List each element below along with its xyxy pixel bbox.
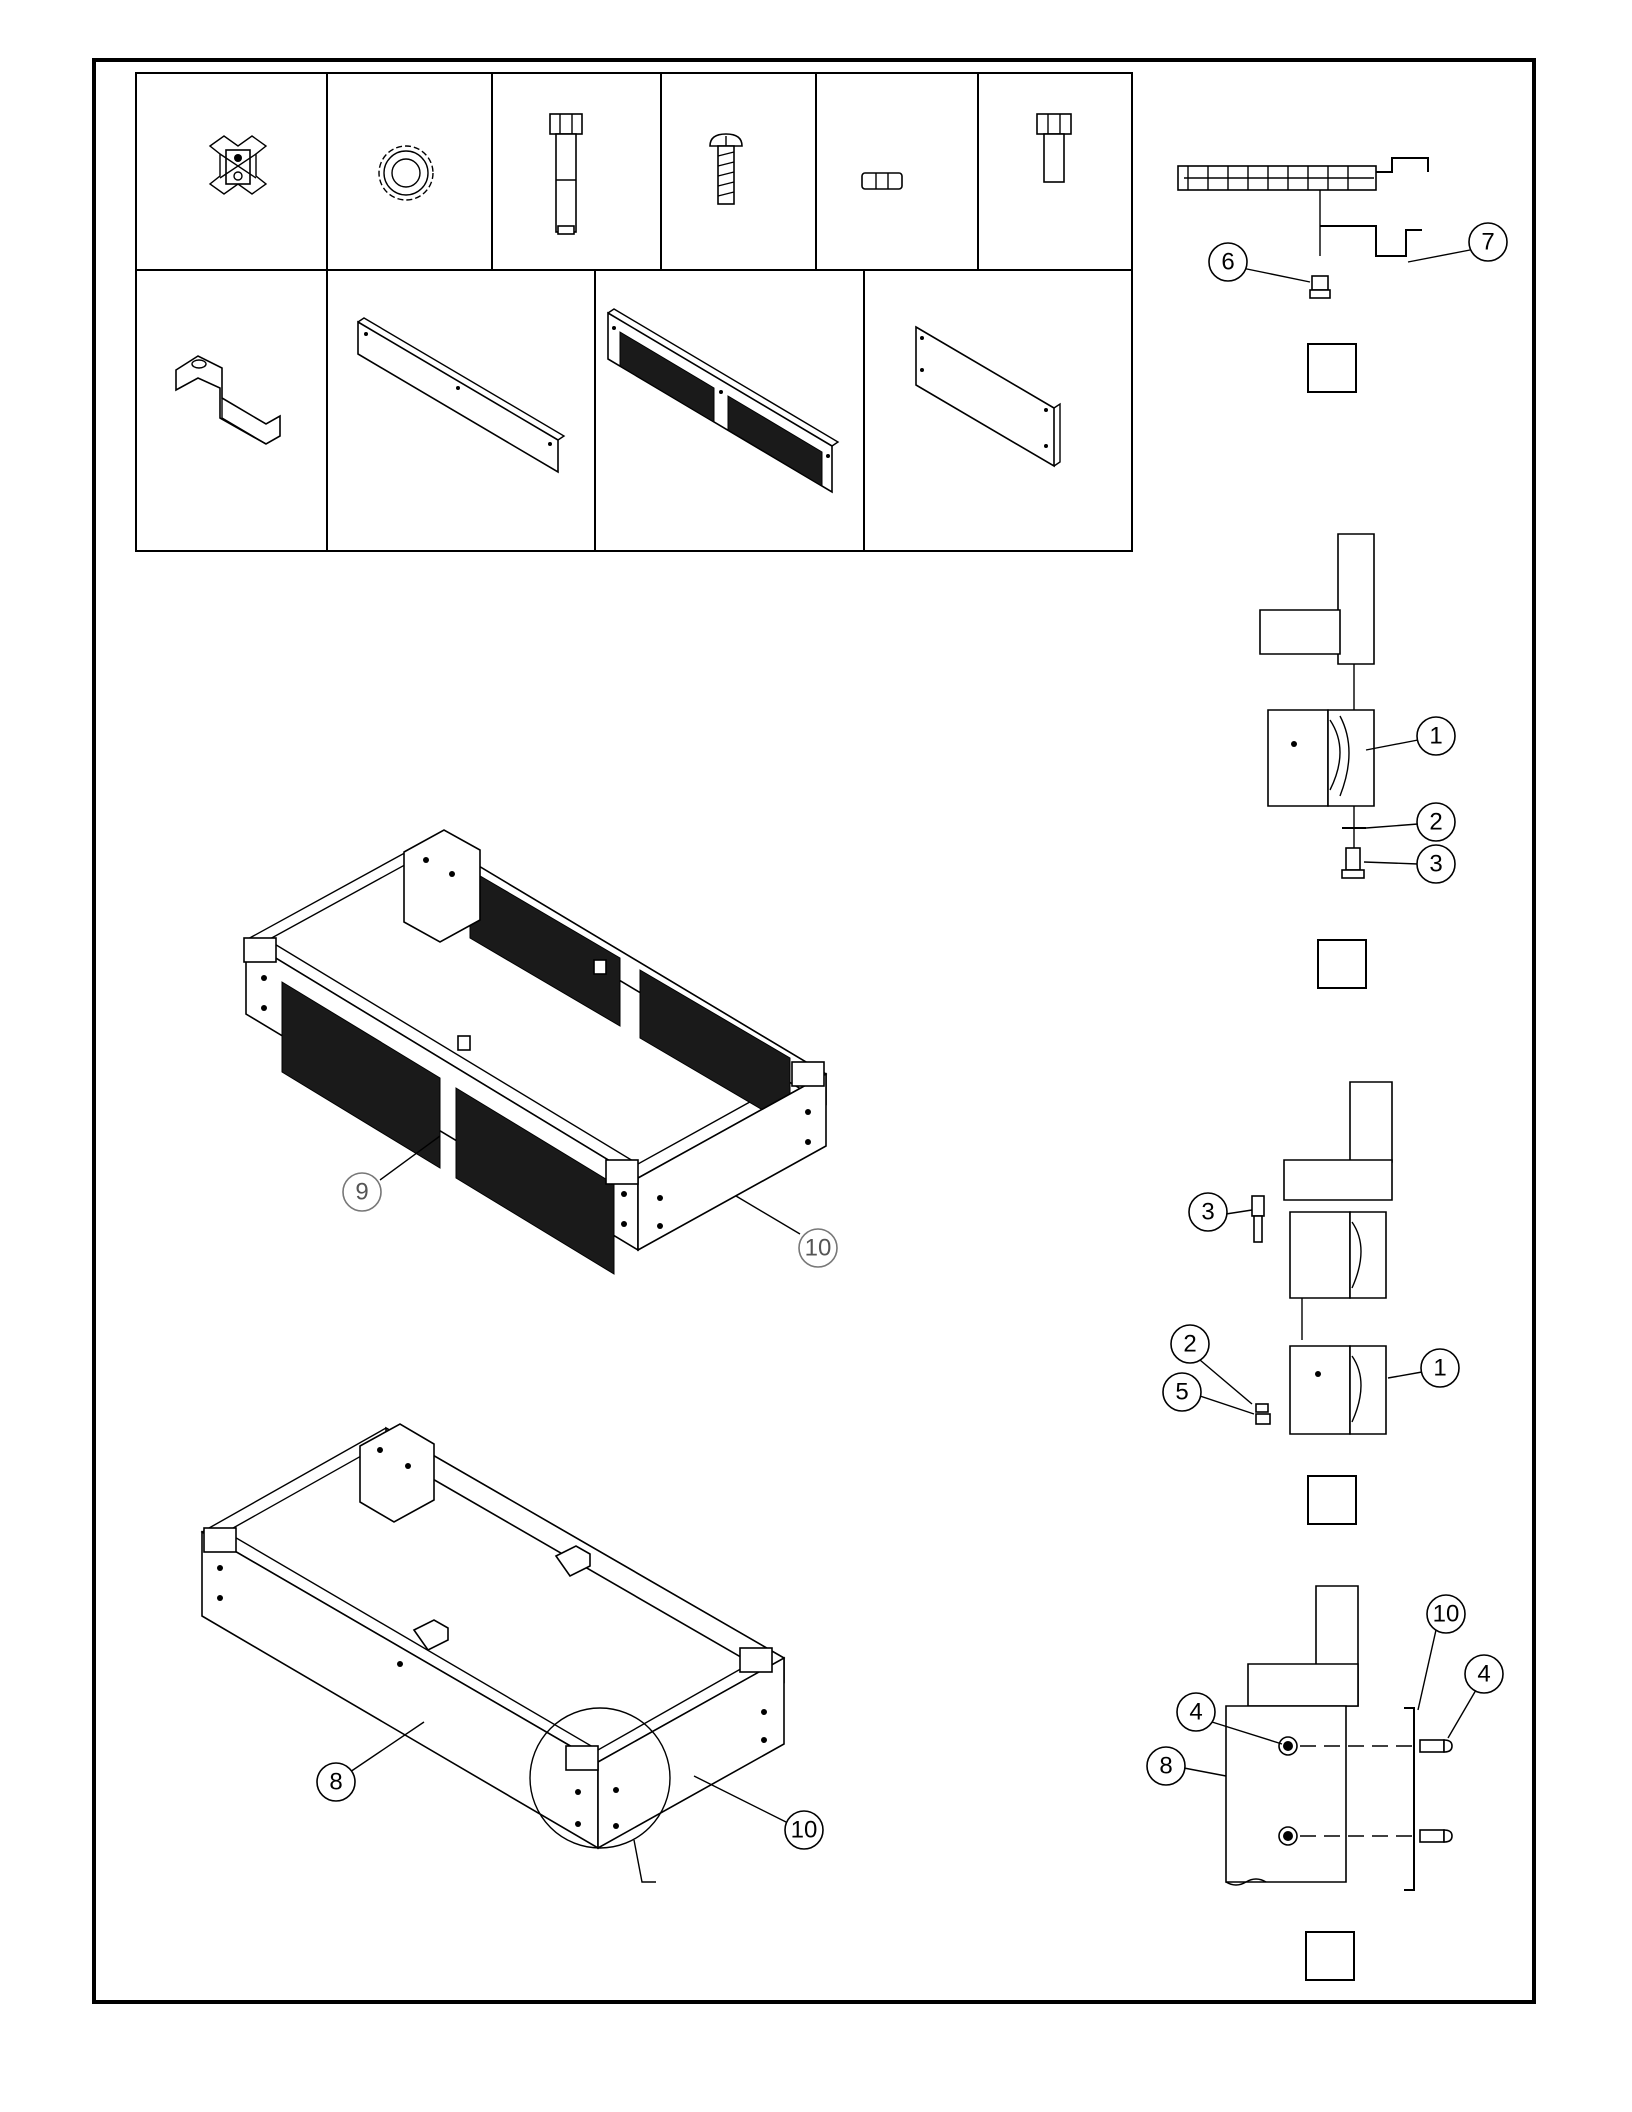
step-box-1 — [1308, 344, 1356, 392]
detail-step-4 — [1226, 1586, 1452, 1980]
callout-3b: 3 — [1189, 1193, 1252, 1231]
svg-text:1: 1 — [1433, 1355, 1446, 1382]
callout-1b: 1 — [1388, 1349, 1459, 1387]
callout-2: 2 — [1366, 803, 1455, 841]
svg-text:10: 10 — [791, 1817, 818, 1844]
detail-step-2 — [1260, 534, 1374, 988]
step-box-2 — [1318, 940, 1366, 988]
svg-text:3: 3 — [1201, 1199, 1214, 1226]
svg-text:2: 2 — [1429, 809, 1442, 836]
callout-1: 1 — [1366, 717, 1455, 755]
detail-step-3 — [1252, 1082, 1392, 1524]
svg-text:1: 1 — [1429, 723, 1442, 750]
plain-side-rail-icon — [358, 318, 564, 472]
svg-text:9: 9 — [355, 1179, 368, 1206]
svg-text:8: 8 — [1159, 1753, 1172, 1780]
step-box-3 — [1308, 1476, 1356, 1524]
corner-bracket-icon — [210, 136, 266, 194]
svg-text:3: 3 — [1429, 851, 1442, 878]
parts-table — [136, 73, 1132, 551]
svg-text:10: 10 — [1433, 1601, 1460, 1628]
svg-text:4: 4 — [1477, 1661, 1490, 1688]
hex-nut-icon — [862, 173, 902, 189]
callout-4b: 4 — [1448, 1655, 1503, 1738]
svg-text:7: 7 — [1481, 229, 1494, 256]
flat-end-panel-icon — [916, 327, 1060, 466]
callout-6: 6 — [1209, 243, 1310, 282]
svg-text:5: 5 — [1175, 1379, 1188, 1406]
lock-washer-icon — [379, 146, 433, 200]
svg-text:6: 6 — [1221, 249, 1234, 276]
vented-base-assembly — [244, 830, 826, 1274]
svg-text:10: 10 — [805, 1235, 832, 1262]
svg-text:4: 4 — [1189, 1699, 1202, 1726]
long-hex-bolt-icon — [550, 114, 582, 234]
callout-9: 9 — [343, 1136, 440, 1211]
svg-text:2: 2 — [1183, 1331, 1196, 1358]
callout-8b: 8 — [1147, 1747, 1226, 1785]
callout-10b: 10 — [694, 1776, 823, 1849]
callout-10c: 10 — [1418, 1595, 1465, 1710]
callout-10: 10 — [736, 1196, 837, 1267]
vented-front-panel-icon — [608, 309, 838, 492]
plain-base-assembly — [202, 1424, 784, 1882]
callout-7: 7 — [1408, 223, 1507, 262]
pan-head-screw-icon — [710, 134, 742, 204]
short-hex-bolt-icon — [1037, 114, 1071, 182]
callout-3: 3 — [1364, 845, 1455, 883]
step-box-4 — [1306, 1932, 1354, 1980]
offset-bracket-icon — [176, 356, 280, 444]
svg-text:8: 8 — [329, 1769, 342, 1796]
